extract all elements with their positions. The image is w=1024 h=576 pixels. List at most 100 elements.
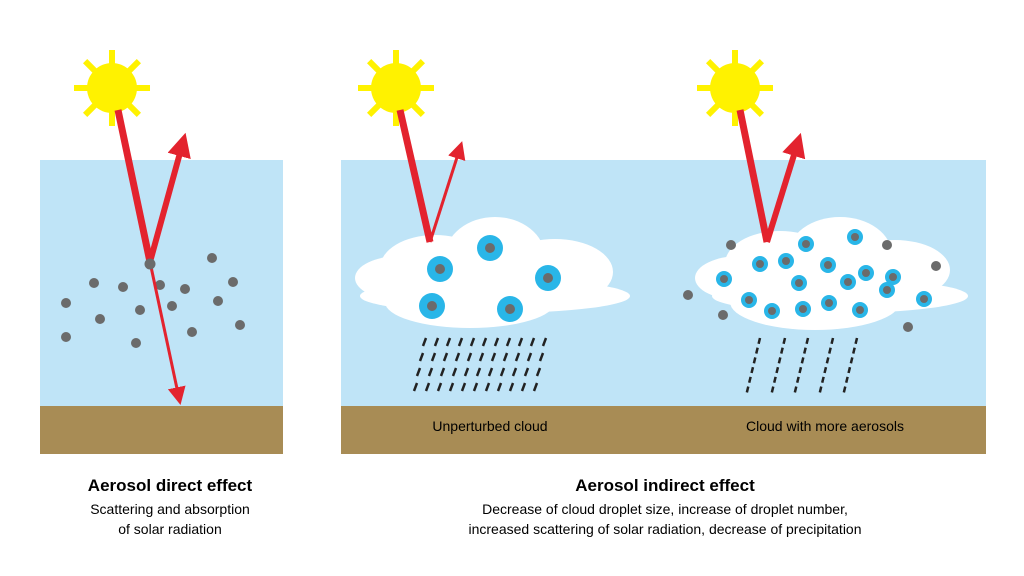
rain-streak: [457, 337, 464, 347]
rain-streak: [460, 382, 467, 392]
direct-effect-subtitle-line-2: of solar radiation: [118, 521, 222, 537]
more-aerosols-cloud-label: Cloud with more aerosols: [746, 418, 904, 434]
rain-streak: [430, 352, 437, 362]
rain-streak: [463, 367, 470, 377]
rain-streak: [454, 352, 461, 362]
reflected-solar-arrow: [764, 132, 806, 243]
rain-streak: [472, 382, 479, 392]
direct-aerosol-particles: [61, 253, 245, 348]
droplet-nucleus: [756, 260, 764, 268]
sun-disc: [87, 63, 137, 113]
droplet-nucleus: [543, 273, 553, 283]
droplet-nucleus: [768, 307, 776, 315]
rain-streak: [502, 352, 509, 362]
sun-icon: [697, 50, 773, 126]
rain-streak: [466, 352, 473, 362]
aerosol-particle: [95, 314, 105, 324]
aerosol-particle: [118, 282, 128, 292]
indirect-ground-strip: [341, 406, 986, 454]
rain-streak: [445, 337, 452, 347]
indirect-effect-subtitle-line-2: increased scattering of solar radiation,…: [468, 521, 862, 537]
droplet-nucleus: [799, 305, 807, 313]
rain-streak: [439, 367, 446, 377]
rain-streak: [496, 382, 503, 392]
small-cloud-droplets: [716, 229, 932, 319]
aerosol-particle: [61, 332, 71, 342]
direct-ground-strip: [40, 406, 283, 454]
rain-streak: [505, 337, 512, 347]
rain-streak: [532, 382, 539, 392]
sun-icon: [358, 50, 434, 126]
unperturbed-cloud-label: Unperturbed cloud: [432, 418, 548, 434]
direct-effect-caption: Aerosol direct effect Scattering and abs…: [40, 475, 300, 539]
aerosol-particle: [882, 240, 892, 250]
rain-streak: [415, 367, 422, 377]
aerosol-particle: [180, 284, 190, 294]
rain-streak: [418, 352, 425, 362]
aerosol-particle: [89, 278, 99, 288]
rain-streak: [541, 337, 548, 347]
droplet-nucleus: [862, 269, 870, 277]
droplet-nucleus: [795, 279, 803, 287]
scattering-aerosol-particle: [144, 258, 156, 270]
rain-streak: [508, 382, 515, 392]
aerosol-particle: [903, 322, 913, 332]
incoming-solar-arrow: [114, 109, 154, 263]
indirect-effect-title: Aerosol indirect effect: [575, 476, 755, 495]
aerosol-particle: [187, 327, 197, 337]
indirect-effect-caption: Aerosol indirect effect Decrease of clou…: [400, 475, 930, 539]
rain-streak: [451, 367, 458, 377]
rain-streak: [490, 352, 497, 362]
aerosol-particle: [135, 305, 145, 315]
transmitted-solar-arrow: [148, 261, 186, 406]
rain-streak: [481, 337, 488, 347]
droplet-nucleus: [485, 243, 495, 253]
aerosol-particle: [228, 277, 238, 287]
incoming-solar-arrow: [736, 109, 771, 243]
droplet-nucleus: [851, 233, 859, 241]
droplet-nucleus: [856, 306, 864, 314]
aerosol-particle: [167, 301, 177, 311]
large-cloud-droplets: [419, 235, 561, 322]
droplet-nucleus: [920, 295, 928, 303]
droplet-nucleus: [889, 273, 897, 281]
rain-streak: [412, 382, 419, 392]
rain-streak: [511, 367, 518, 377]
reflected-solar-arrow: [428, 141, 466, 243]
droplet-nucleus: [745, 296, 753, 304]
rain-streak: [499, 367, 506, 377]
rain-streak: [484, 382, 491, 392]
aerosol-particle: [235, 320, 245, 330]
rain-streak: [520, 382, 527, 392]
rain-streak: [442, 352, 449, 362]
rain-streak: [493, 337, 500, 347]
aerosol-particle: [207, 253, 217, 263]
direct-effect-title: Aerosol direct effect: [87, 476, 253, 495]
aerosol-particle: [61, 298, 71, 308]
aerosol-particle: [718, 310, 728, 320]
aerosol-particle: [683, 290, 693, 300]
sun-disc: [371, 63, 421, 113]
aerosol-particle: [726, 240, 736, 250]
sun-disc: [710, 63, 760, 113]
indirect-effect-subtitle-line-1: Decrease of cloud droplet size, increase…: [482, 501, 848, 517]
rain-streak: [421, 337, 428, 347]
rain-streak: [448, 382, 455, 392]
polluted-cloud: [695, 217, 968, 330]
droplet-nucleus: [825, 299, 833, 307]
rain-streak: [478, 352, 485, 362]
direct-effect-subtitle-line-1: Scattering and absorption: [90, 501, 250, 517]
droplet-nucleus: [435, 264, 445, 274]
droplet-nucleus: [883, 286, 891, 294]
sun-icon: [74, 50, 150, 126]
rain-streak: [427, 367, 434, 377]
droplet-nucleus: [802, 240, 810, 248]
droplet-nucleus: [782, 257, 790, 265]
heavy-precipitation: [412, 337, 548, 392]
rain-streak: [517, 337, 524, 347]
rain-streak: [469, 337, 476, 347]
rain-streak: [514, 352, 521, 362]
incoming-solar-arrow: [396, 109, 434, 243]
aerosol-particle: [931, 261, 941, 271]
